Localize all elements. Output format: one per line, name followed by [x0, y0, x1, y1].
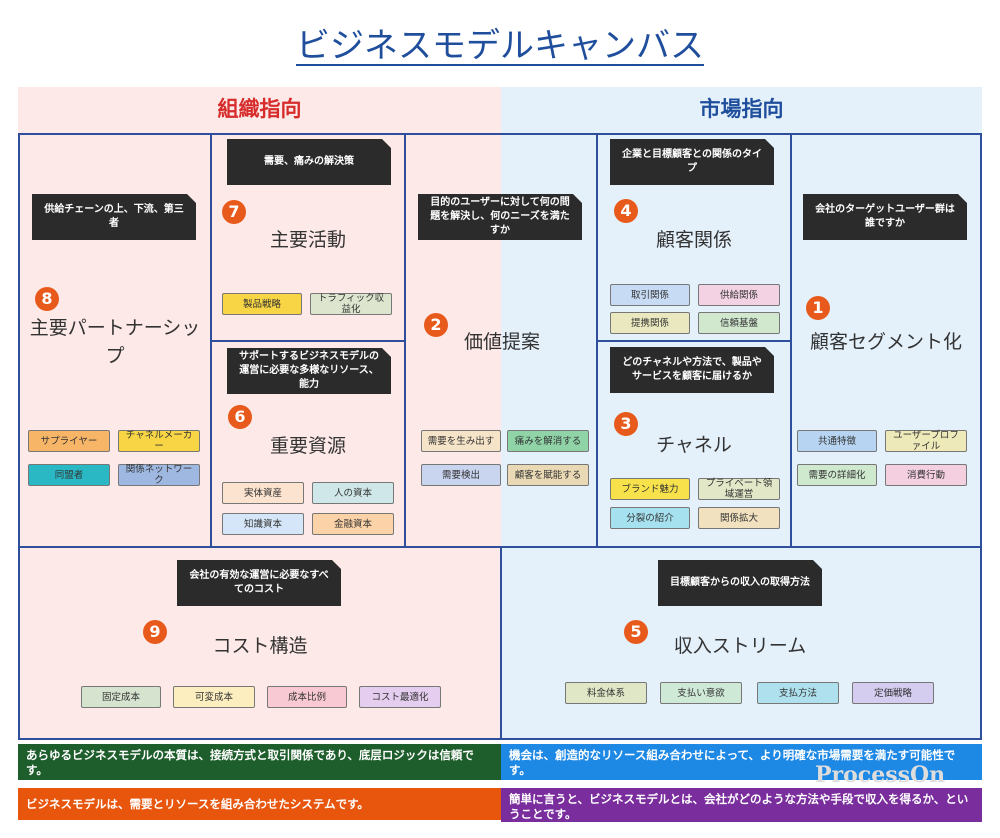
relationships-label: 顧客関係: [655, 229, 732, 251]
partners-label: 主要パートナーシップ: [29, 317, 201, 367]
value-tag: 需要を生み出す: [421, 430, 501, 452]
canvas-title: ビジネスモデルキャンバス: [296, 26, 704, 66]
segments-label: 顧客セグメント化: [809, 331, 962, 353]
activities-note: 需要、痛みの解決策: [227, 139, 391, 185]
revenue-tag: 定価戦略: [852, 682, 934, 704]
value-note: 目的のユーザーに対して何の問題を解決し、何のニーズを満たすか: [418, 194, 582, 240]
revenue-streams-block: [500, 546, 982, 740]
revenue-tag: 料金体系: [565, 682, 647, 704]
cost-tag: コスト最適化: [359, 686, 441, 708]
activities-tag: トラフィック収益化: [310, 293, 392, 315]
channels-note: どのチャネルや方法で、製品やサービスを顧客に届けるか: [610, 347, 774, 393]
revenue-number-badge: 5: [624, 620, 648, 644]
resources-tag: 知識資本: [222, 513, 304, 535]
cost-number-badge: 9: [143, 620, 167, 644]
revenue-tag: 支払方法: [757, 682, 839, 704]
partners-tag: サプライヤー: [28, 430, 110, 452]
cost-label: コスト構造: [212, 635, 308, 657]
partners-number-badge: 8: [35, 287, 59, 311]
footer-note: 簡単に言うと、ビジネスモデルとは、会社がどのような方法や手段で収入を得るか、とい…: [501, 788, 982, 822]
resources-label: 重要資源: [269, 435, 346, 457]
resources-number-badge: 6: [228, 405, 252, 429]
resources-tag: 人の資本: [312, 482, 394, 504]
cost-note: 会社の有効な運営に必要なすべてのコスト: [177, 560, 341, 606]
segments-tag: ユーザープロファイル: [885, 430, 967, 452]
activities-tag: 製品戦略: [222, 293, 302, 315]
partners-tag: チャネルメーカー: [118, 430, 200, 452]
value-label: 価値提案: [463, 331, 540, 353]
relationships-note: 企業と目標顧客との関係のタイプ: [610, 139, 774, 185]
activities-label: 主要活動: [269, 229, 346, 251]
value-tag: 顧客を賦能する: [507, 464, 589, 486]
value-tag: 痛みを解消する: [507, 430, 589, 452]
organization-side-heading: 組織指向: [217, 97, 302, 121]
cost-tag: 固定成本: [81, 686, 161, 708]
resources-tag: 実体資産: [222, 482, 304, 504]
activities-number-badge: 7: [222, 200, 246, 224]
channels-label: チャネル: [656, 434, 732, 456]
channels-tag: ブランド魅力: [610, 478, 690, 500]
resources-note: サポートするビジネスモデルの運営に必要な多様なリソース、能力: [227, 348, 391, 394]
segments-tag: 需要の詳細化: [797, 464, 877, 486]
footer-note: あらゆるビジネスモデルの本質は、接続方式と取引関係であり、底层ロジックは信頼です…: [18, 744, 501, 780]
revenue-note: 目標顧客からの収入の取得方法: [658, 560, 822, 606]
relationships-tag: 供給関係: [698, 284, 780, 306]
segments-note: 会社のターゲットユーザー群は誰ですか: [803, 194, 967, 240]
channels-tag: 分裂の紹介: [610, 507, 690, 529]
revenue-label: 収入ストリーム: [673, 635, 807, 657]
footer-note: 機会は、創造的なリソース組み合わせによって、より明確な市場需要を満たす可能性です…: [501, 744, 982, 780]
value-tag: 需要検出: [421, 464, 501, 486]
footer-note: ビジネスモデルは、需要とリソースを組み合わせたシステムです。: [18, 788, 501, 820]
channels-number-badge: 3: [614, 412, 638, 436]
cost-tag: 成本比例: [267, 686, 347, 708]
segments-tag: 消費行動: [885, 464, 967, 486]
relationships-tag: 信頼基盤: [698, 312, 780, 334]
partners-tag: 同盟者: [28, 464, 110, 486]
partners-tag: 関係ネットワーク: [118, 464, 200, 486]
relationships-tag: 取引関係: [610, 284, 690, 306]
relationships-tag: 提携関係: [610, 312, 690, 334]
revenue-tag: 支払い意欲: [660, 682, 742, 704]
channels-tag: プライベート領域運営: [698, 478, 780, 500]
segments-tag: 共通特徴: [797, 430, 877, 452]
partners-note: 供給チェーンの上、下流、第三者: [32, 194, 196, 240]
channels-tag: 関係拡大: [698, 507, 780, 529]
market-side-heading: 市場指向: [699, 97, 784, 121]
relationships-number-badge: 4: [614, 199, 638, 223]
segments-number-badge: 1: [806, 296, 830, 320]
value-number-badge: 2: [424, 313, 448, 337]
resources-tag: 金融資本: [312, 513, 394, 535]
processon-watermark: ProcessOn: [815, 762, 946, 788]
cost-tag: 可変成本: [173, 686, 255, 708]
